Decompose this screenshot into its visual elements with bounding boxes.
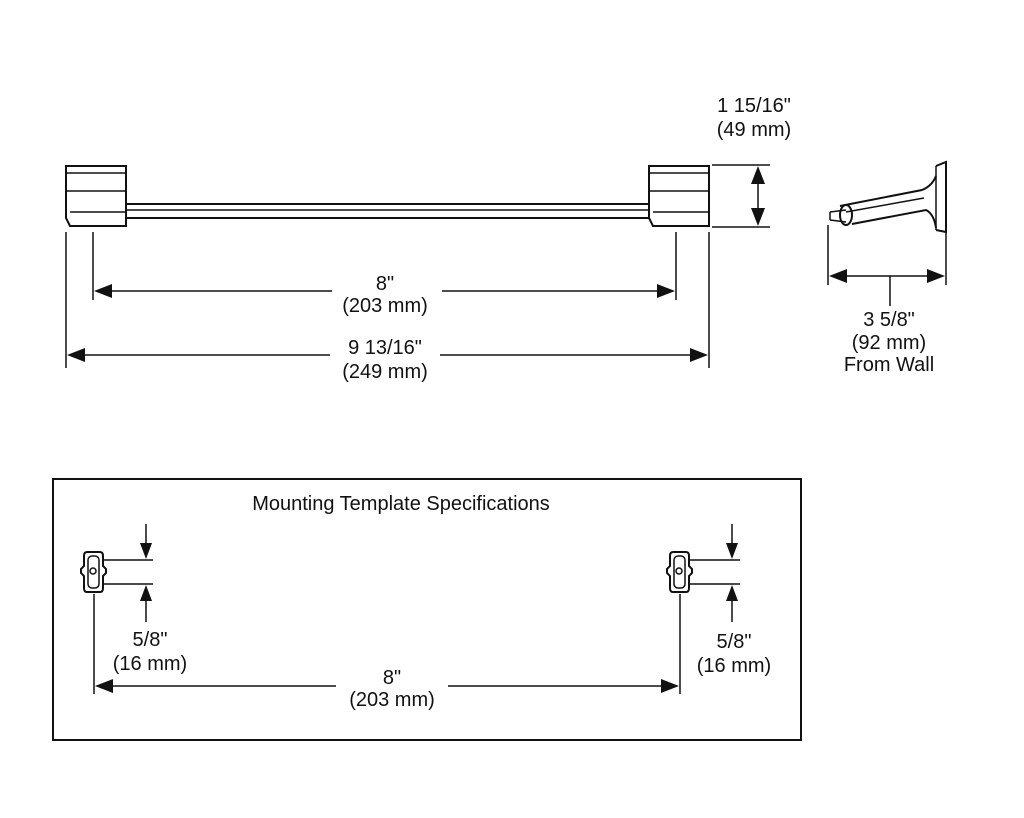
template-center-metric-label: (203 mm) [349,689,435,711]
projection-metric-label: (92 mm) [852,332,926,354]
projection-imperial-label: 3 5/8" [863,309,915,331]
height-metric-label: (49 mm) [717,119,791,141]
left-offset-imperial-label: 5/8" [133,629,168,651]
projection-note-label: From Wall [844,354,934,376]
right-offset-metric-label: (16 mm) [697,655,771,677]
side-profile [829,160,947,234]
height-imperial-label: 1 15/16" [717,95,791,117]
projection-dimension: 3 5/8" (92 mm) From Wall [827,225,947,376]
side-view: 3 5/8" (92 mm) From Wall [827,160,947,376]
towel-bar-rod [126,203,649,219]
center-imperial-label: 8" [376,273,394,295]
template-title: Mounting Template Specifications [252,493,550,515]
center-dimension: 8" (203 mm) [92,232,677,317]
height-dimension: 1 15/16" (49 mm) [712,95,791,228]
overall-dimension: 9 13/16" (249 mm) [65,232,710,383]
overall-metric-label: (249 mm) [342,361,428,383]
right-offset-imperial-label: 5/8" [717,631,752,653]
mounting-template: Mounting Template Specifications 5/8" (1… [52,478,802,741]
overall-imperial-label: 9 13/16" [348,337,422,359]
template-frame [52,478,802,741]
left-offset-metric-label: (16 mm) [113,653,187,675]
template-center-dimension: 8" (203 mm) [93,594,681,711]
template-center-imperial-label: 8" [383,667,401,689]
front-view: 1 15/16" (49 mm) 8" (203 mm) 9 13/16" (2… [65,95,791,383]
center-metric-label: (203 mm) [342,295,428,317]
left-post [65,165,127,227]
right-post [648,165,710,227]
right-mounting-bracket: 5/8" (16 mm) [666,524,771,677]
left-mounting-bracket: 5/8" (16 mm) [80,524,187,675]
